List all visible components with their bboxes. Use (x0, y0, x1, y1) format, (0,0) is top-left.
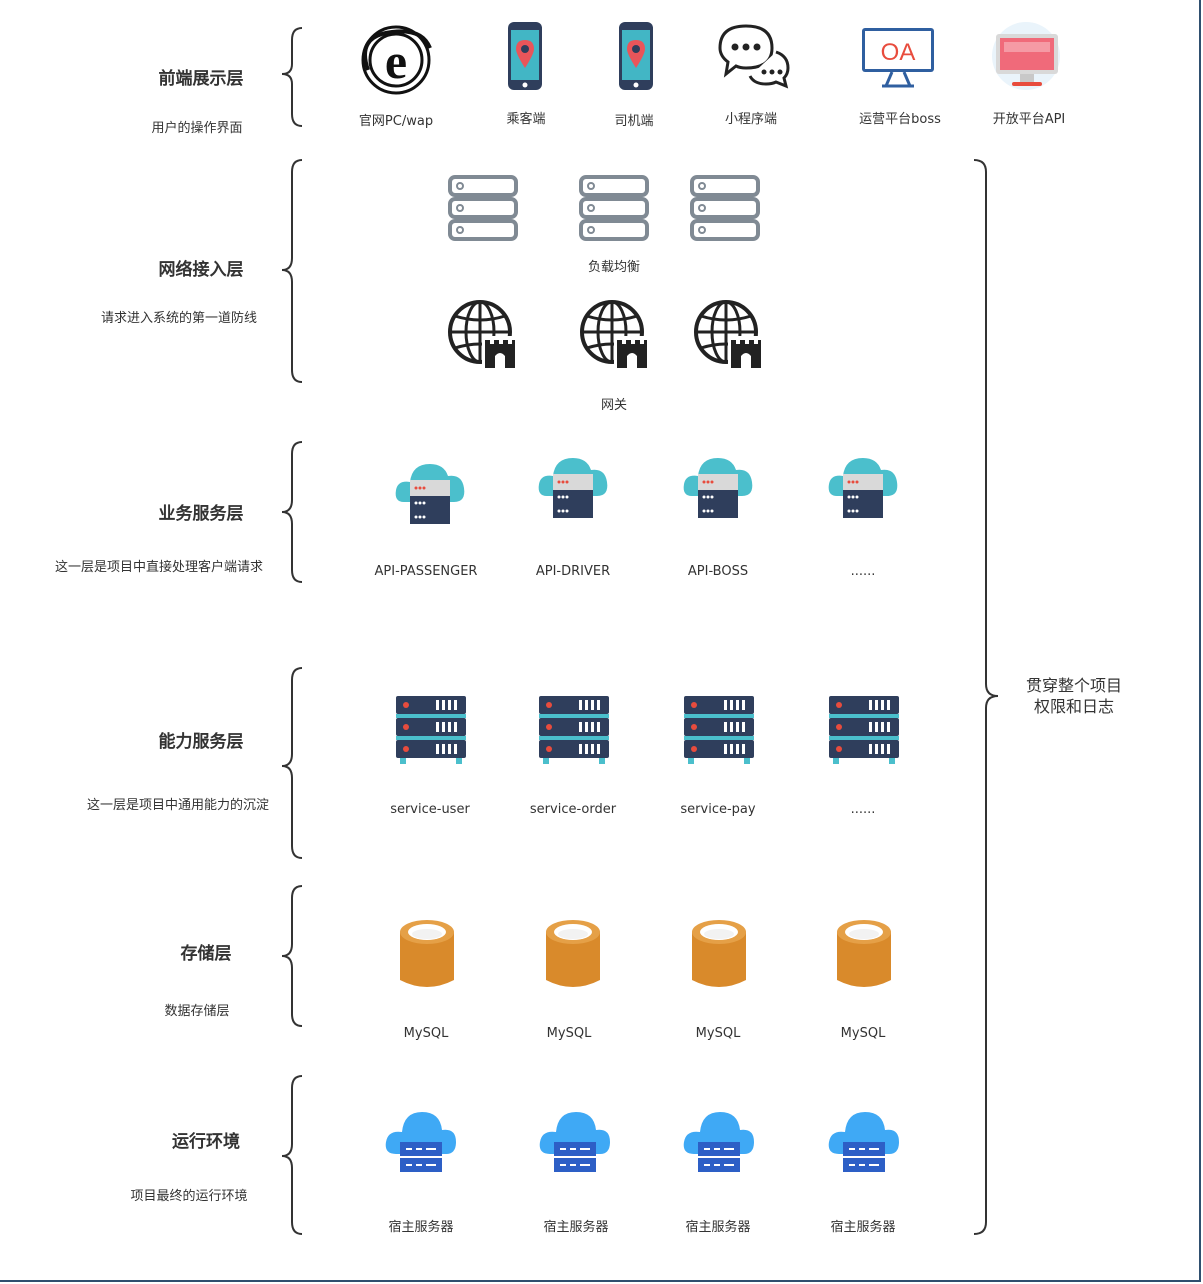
layer-title-runtime: 运行环境 (172, 1132, 240, 1152)
cross-cutting-line1: 贯穿整个项目 (1025, 676, 1122, 695)
layer-desc-runtime: 项目最终的运行环境 (130, 1189, 248, 1204)
server-rack-icon (684, 696, 754, 764)
mobile-location-icon (508, 22, 542, 90)
cross-cutting-line2: 权限和日志 (1033, 697, 1114, 716)
gateway-globe-icon (580, 300, 650, 370)
database-icon (400, 920, 454, 987)
runtime-label-host: 宿主服务器 (830, 1220, 896, 1235)
layer-desc-business: 这一层是项目中直接处理客户端请求 (54, 560, 263, 575)
gateway-label: 网关 (600, 398, 627, 413)
cross-cutting-note: 贯穿整个项目 权限和日志 (994, 675, 1154, 717)
cloud-host-server-icon (385, 1112, 456, 1172)
layer-title-storage: 存储层 (180, 944, 232, 964)
capability-label-order: service-order (529, 802, 617, 817)
svg-text:e: e (385, 33, 407, 89)
runtime-label-host: 宿主服务器 (685, 1220, 751, 1235)
business-label-more: ...... (850, 564, 876, 579)
layer-title-frontend: 前端展示层 (158, 69, 244, 89)
layer-title-network: 网络接入层 (158, 260, 244, 280)
layer-desc-network: 请求进入系统的第一道防线 (100, 311, 257, 326)
cloud-server-icon (395, 464, 465, 524)
cloud-server-icon (683, 458, 753, 518)
capability-label-user: service-user (390, 802, 470, 817)
server-rack-icon (539, 696, 609, 764)
storage-label-mysql: MySQL (695, 1026, 741, 1041)
layer-desc-frontend: 用户的操作界面 (151, 121, 243, 136)
frontend-label-website: 官网PC/wap (358, 114, 434, 129)
storage-label-mysql: MySQL (546, 1026, 592, 1041)
cloud-server-icon (828, 458, 898, 518)
server-rack-icon (396, 696, 466, 764)
frontend-label-miniprogram: 小程序端 (724, 112, 777, 127)
layer-title-business: 业务服务层 (158, 504, 244, 524)
load-balancer-server-icon (448, 175, 518, 241)
gateway-globe-icon (448, 300, 518, 370)
oa-monitor-icon: OA (862, 28, 934, 88)
monitor-icon (992, 22, 1060, 90)
runtime-label-host: 宿主服务器 (388, 1220, 454, 1235)
frontend-label-passenger: 乘客端 (506, 112, 546, 127)
oa-text: OA (881, 39, 916, 66)
storage-label-mysql: MySQL (403, 1026, 449, 1041)
frontend-label-open-api: 开放平台API (992, 112, 1066, 127)
load-balancer-label: 负载均衡 (587, 260, 640, 275)
capability-label-pay: service-pay (680, 802, 756, 817)
load-balancer-server-icon (690, 175, 760, 241)
database-icon (837, 920, 891, 987)
business-label-boss: API-BOSS (687, 564, 749, 579)
business-label-driver: API-DRIVER (535, 564, 611, 579)
ie-browser-icon: e (361, 25, 432, 95)
load-balancer-server-icon (579, 175, 649, 241)
layer-brackets (281, 27, 999, 1235)
cloud-host-server-icon (683, 1112, 754, 1172)
frontend-label-driver: 司机端 (614, 114, 654, 129)
cloud-server-icon (538, 458, 608, 518)
cloud-host-server-icon (539, 1112, 610, 1172)
capability-label-more: ...... (850, 802, 876, 817)
layer-desc-capability: 这一层是项目中通用能力的沉淀 (86, 798, 269, 813)
chat-bubbles-icon (718, 24, 790, 89)
cloud-host-server-icon (828, 1112, 899, 1172)
business-label-passenger: API-PASSENGER (374, 564, 478, 579)
database-icon (692, 920, 746, 987)
layer-title-capability: 能力服务层 (158, 732, 244, 752)
runtime-label-host: 宿主服务器 (543, 1220, 609, 1235)
layer-desc-storage: 数据存储层 (164, 1004, 230, 1019)
server-rack-icon (829, 696, 899, 764)
frontend-label-boss: 运营平台boss (859, 112, 941, 127)
storage-label-mysql: MySQL (840, 1026, 886, 1041)
database-icon (546, 920, 600, 987)
gateway-globe-icon (694, 300, 764, 370)
mobile-location-icon (619, 22, 653, 90)
